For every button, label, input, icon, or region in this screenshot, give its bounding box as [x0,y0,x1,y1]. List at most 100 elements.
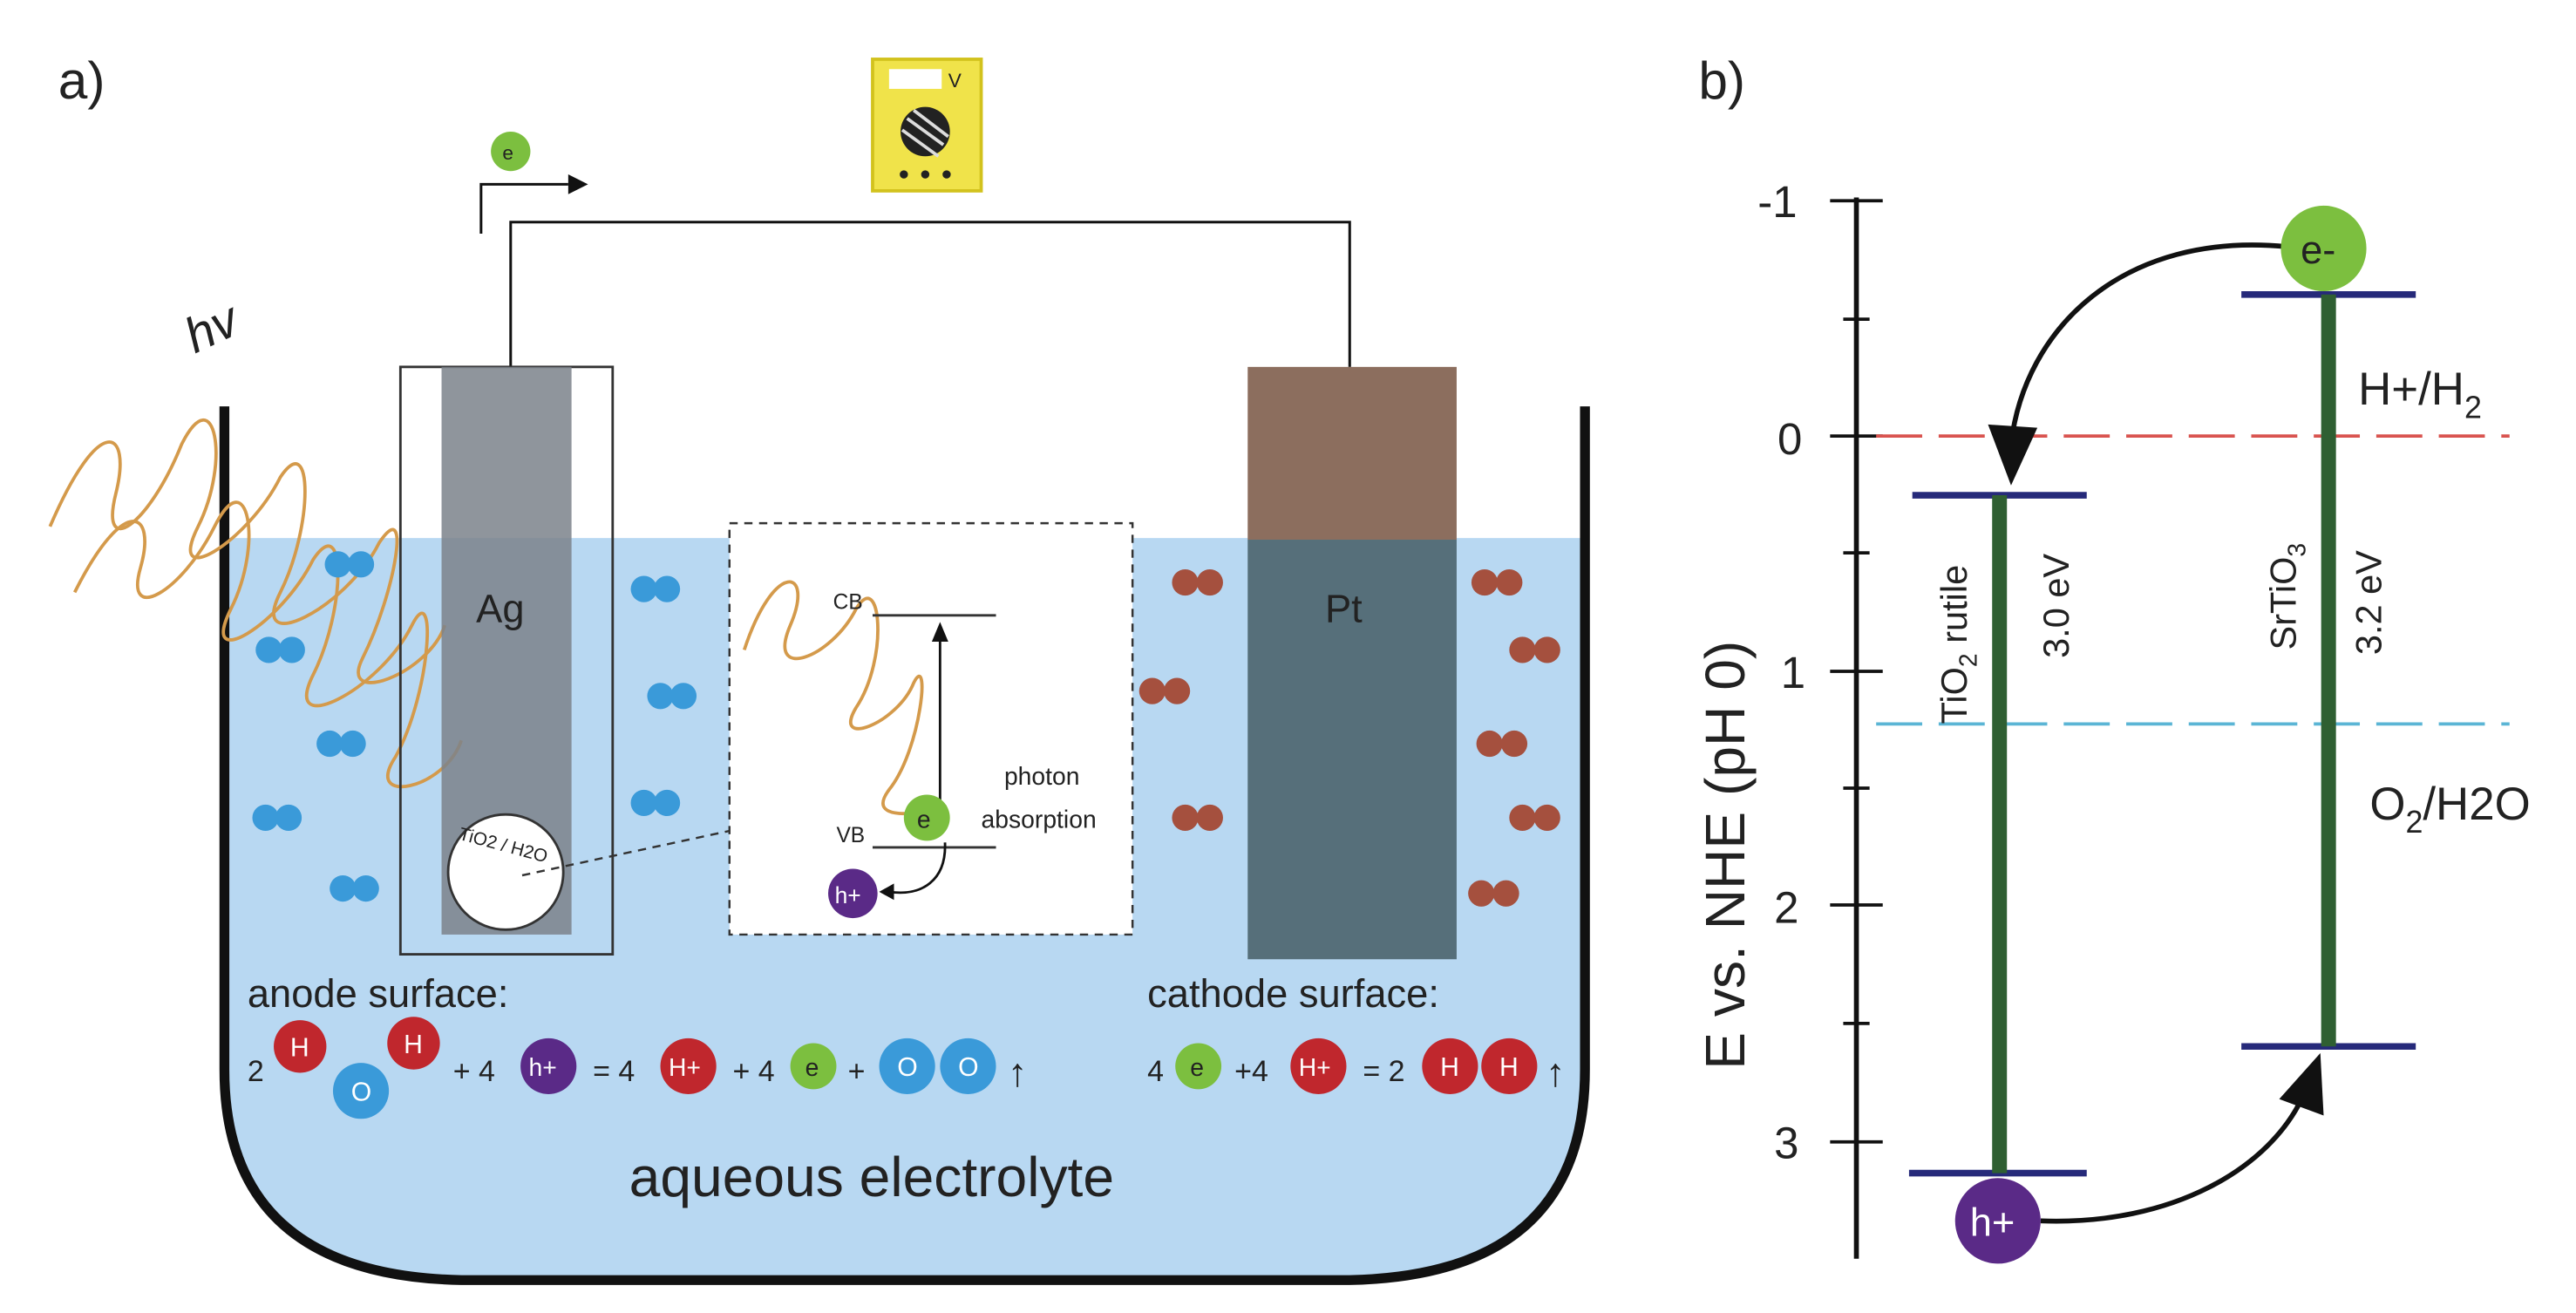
o2-molecule [647,683,697,710]
photon-label-1: photon [1004,762,1080,790]
o2-couple-label: O2/H2O [2369,779,2530,840]
hole-transfer-arrow [2040,1092,2307,1224]
eq-hplus: H+ [1299,1053,1331,1081]
srtio3-label: SrTiO3 [2262,543,2310,650]
eq-plus: + [848,1055,866,1088]
tick-label: 0 [1777,414,1802,464]
inset-wave-icon [742,580,948,816]
vb-label: VB [836,824,865,847]
light-wave-icon [48,418,463,789]
axis-label: E vs. NHE (pH 0) [1694,641,1757,1070]
beaker [219,406,1590,1285]
anode-holder [398,365,615,956]
inset-hole [828,868,878,919]
anode-surface-label: anode surface: [248,971,509,1016]
tio2-label: TiO2 rutile [1934,565,1981,725]
external-wire [509,221,1351,367]
eq-o2-atom: O [897,1053,917,1082]
eq-plus4: +4 [1234,1055,1268,1088]
eq-h-atom: H [1440,1053,1459,1082]
h2-molecule [1172,568,1223,596]
tick-label: 1 [1781,648,1805,697]
eq-o-atom: O [351,1078,371,1107]
anode-surface-magnifier [446,813,565,931]
eq-hplus: H+ [669,1053,701,1081]
panel-a-label: a) [58,51,105,110]
inset-electron-label: e [917,805,931,833]
eq-electron: e [805,1053,819,1081]
h2-molecule [1509,636,1560,663]
tick-label: 3 [1774,1119,1798,1168]
inset-hole-label: h+ [835,882,861,908]
hole-particle [1954,1178,2041,1264]
cathode-label: Pt [1325,586,1363,630]
cb-label: CB [833,590,863,614]
wire-electron-label: e [502,142,513,164]
eq-h-atom: H [1499,1053,1519,1082]
eq-gas-arrow: ↑ [1546,1051,1566,1095]
arrow-head-icon [879,883,894,901]
electrolyte-label: aqueous electrolyte [629,1146,1114,1208]
h2-molecule [1138,677,1191,704]
srtio3-gap-label: 3.2 eV [2348,550,2389,655]
absorption-inset [728,521,1134,936]
voltmeter-icon: V [871,58,983,193]
eq-gas-arrow: ↑ [1008,1051,1028,1095]
h2-couple-label: H+/H2 [2358,364,2482,425]
eq-plus4b: + 4 [733,1055,775,1088]
eq-equals4: = 4 [593,1055,635,1088]
o2-molecule [316,730,366,758]
h2-molecule [1476,730,1528,758]
cathode-electrode-top [1247,366,1457,541]
relaxation-arrow [888,842,947,895]
tick-label: 2 [1774,883,1798,933]
tio2-gap-label: 3.0 eV [2036,554,2076,658]
panel-a: a) hv e V Ag Ti [48,51,1590,1285]
cathode-electrode [1247,540,1457,960]
eq-coefficient: 2 [248,1055,264,1088]
eq-h-atom: H [404,1031,423,1059]
eq-electron: e [1190,1053,1204,1081]
hole-label: h+ [1970,1200,2015,1244]
electron-flow-arrow [479,182,568,234]
photon-label-2: absorption [982,805,1097,833]
hydrogen-molecules [1138,568,1560,907]
wire-electron [491,131,531,172]
magnifier-link [521,829,731,877]
cathode-equation: 4 e +4 H+ = 2 H H ↑ [1147,1037,1566,1095]
electron-particle [2280,205,2367,292]
voltmeter-label: V [948,70,962,92]
electron-transfer-arrow [2008,242,2288,445]
cathode-surface-label: cathode surface: [1147,971,1439,1016]
arrow-head-icon [2279,1052,2324,1116]
anode-equation: 2 H O H + 4 h+ = 4 H+ + 4 e + O O ↑ [248,1017,1028,1119]
h2-molecule [1509,804,1560,832]
arrow-head-icon [931,622,948,643]
o2-molecule [630,575,681,602]
eq-hole: h+ [529,1053,557,1081]
panel-b-label: b) [1698,51,1745,110]
o2-molecule [324,551,375,578]
arrow-head-icon [568,174,588,194]
eq-equals2: = 2 [1363,1055,1404,1088]
hv-label: hv [176,290,249,364]
electron-label: e- [2301,228,2335,272]
anode-label: Ag [476,586,524,630]
axis-ticks [1830,199,1883,1144]
h2-molecule [1471,568,1523,596]
tick-label: -1 [1757,177,1797,227]
oxygen-molecules [252,551,697,902]
arrow-head-icon [1988,424,2038,486]
inset-electron [903,794,950,841]
panel-b: b) -1 0 1 2 3 E vs. NHE (pH 0) H+/H2 O2/… [1694,51,2531,1264]
eq-o2-atom: O [958,1053,978,1082]
h2-molecule [1172,804,1223,832]
eq-plus4: + 4 [453,1055,495,1088]
o2-molecule [255,636,305,663]
o2-molecule [252,804,302,832]
o2-molecule [630,789,681,817]
h2-molecule [1468,880,1519,907]
eq-coefficient: 4 [1147,1055,1164,1088]
o2-molecule [330,875,379,902]
